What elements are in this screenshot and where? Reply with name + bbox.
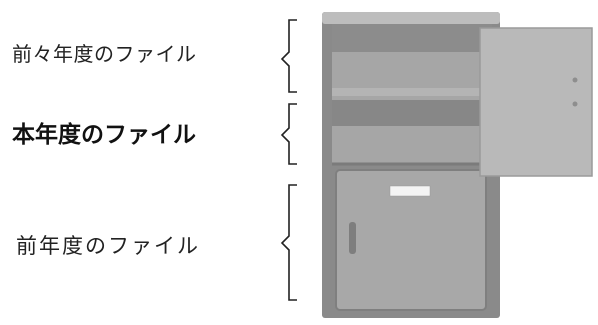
door-knob-upper xyxy=(572,77,578,83)
lower-drawer xyxy=(335,169,487,311)
brace-prev-prev xyxy=(280,19,297,93)
cabinet-top xyxy=(322,12,500,24)
label-prev-prev-year-files: 前々年度のファイル xyxy=(12,42,197,66)
door-panel xyxy=(479,27,593,177)
drawer-label-plate xyxy=(389,185,431,197)
brace-previous xyxy=(280,184,297,301)
drawer-handle xyxy=(349,222,356,254)
shelf-band-lower xyxy=(332,100,492,126)
door-knob-lower xyxy=(572,101,578,107)
brace-current xyxy=(280,103,297,165)
open-door xyxy=(479,27,593,177)
label-previous-year-files: 前年度のファイル xyxy=(16,234,200,258)
shelf-band-top xyxy=(332,24,492,52)
shelf-band-middle xyxy=(332,88,492,96)
cabinet xyxy=(322,12,500,318)
label-current-year-files: 本年度のファイル xyxy=(12,122,196,148)
